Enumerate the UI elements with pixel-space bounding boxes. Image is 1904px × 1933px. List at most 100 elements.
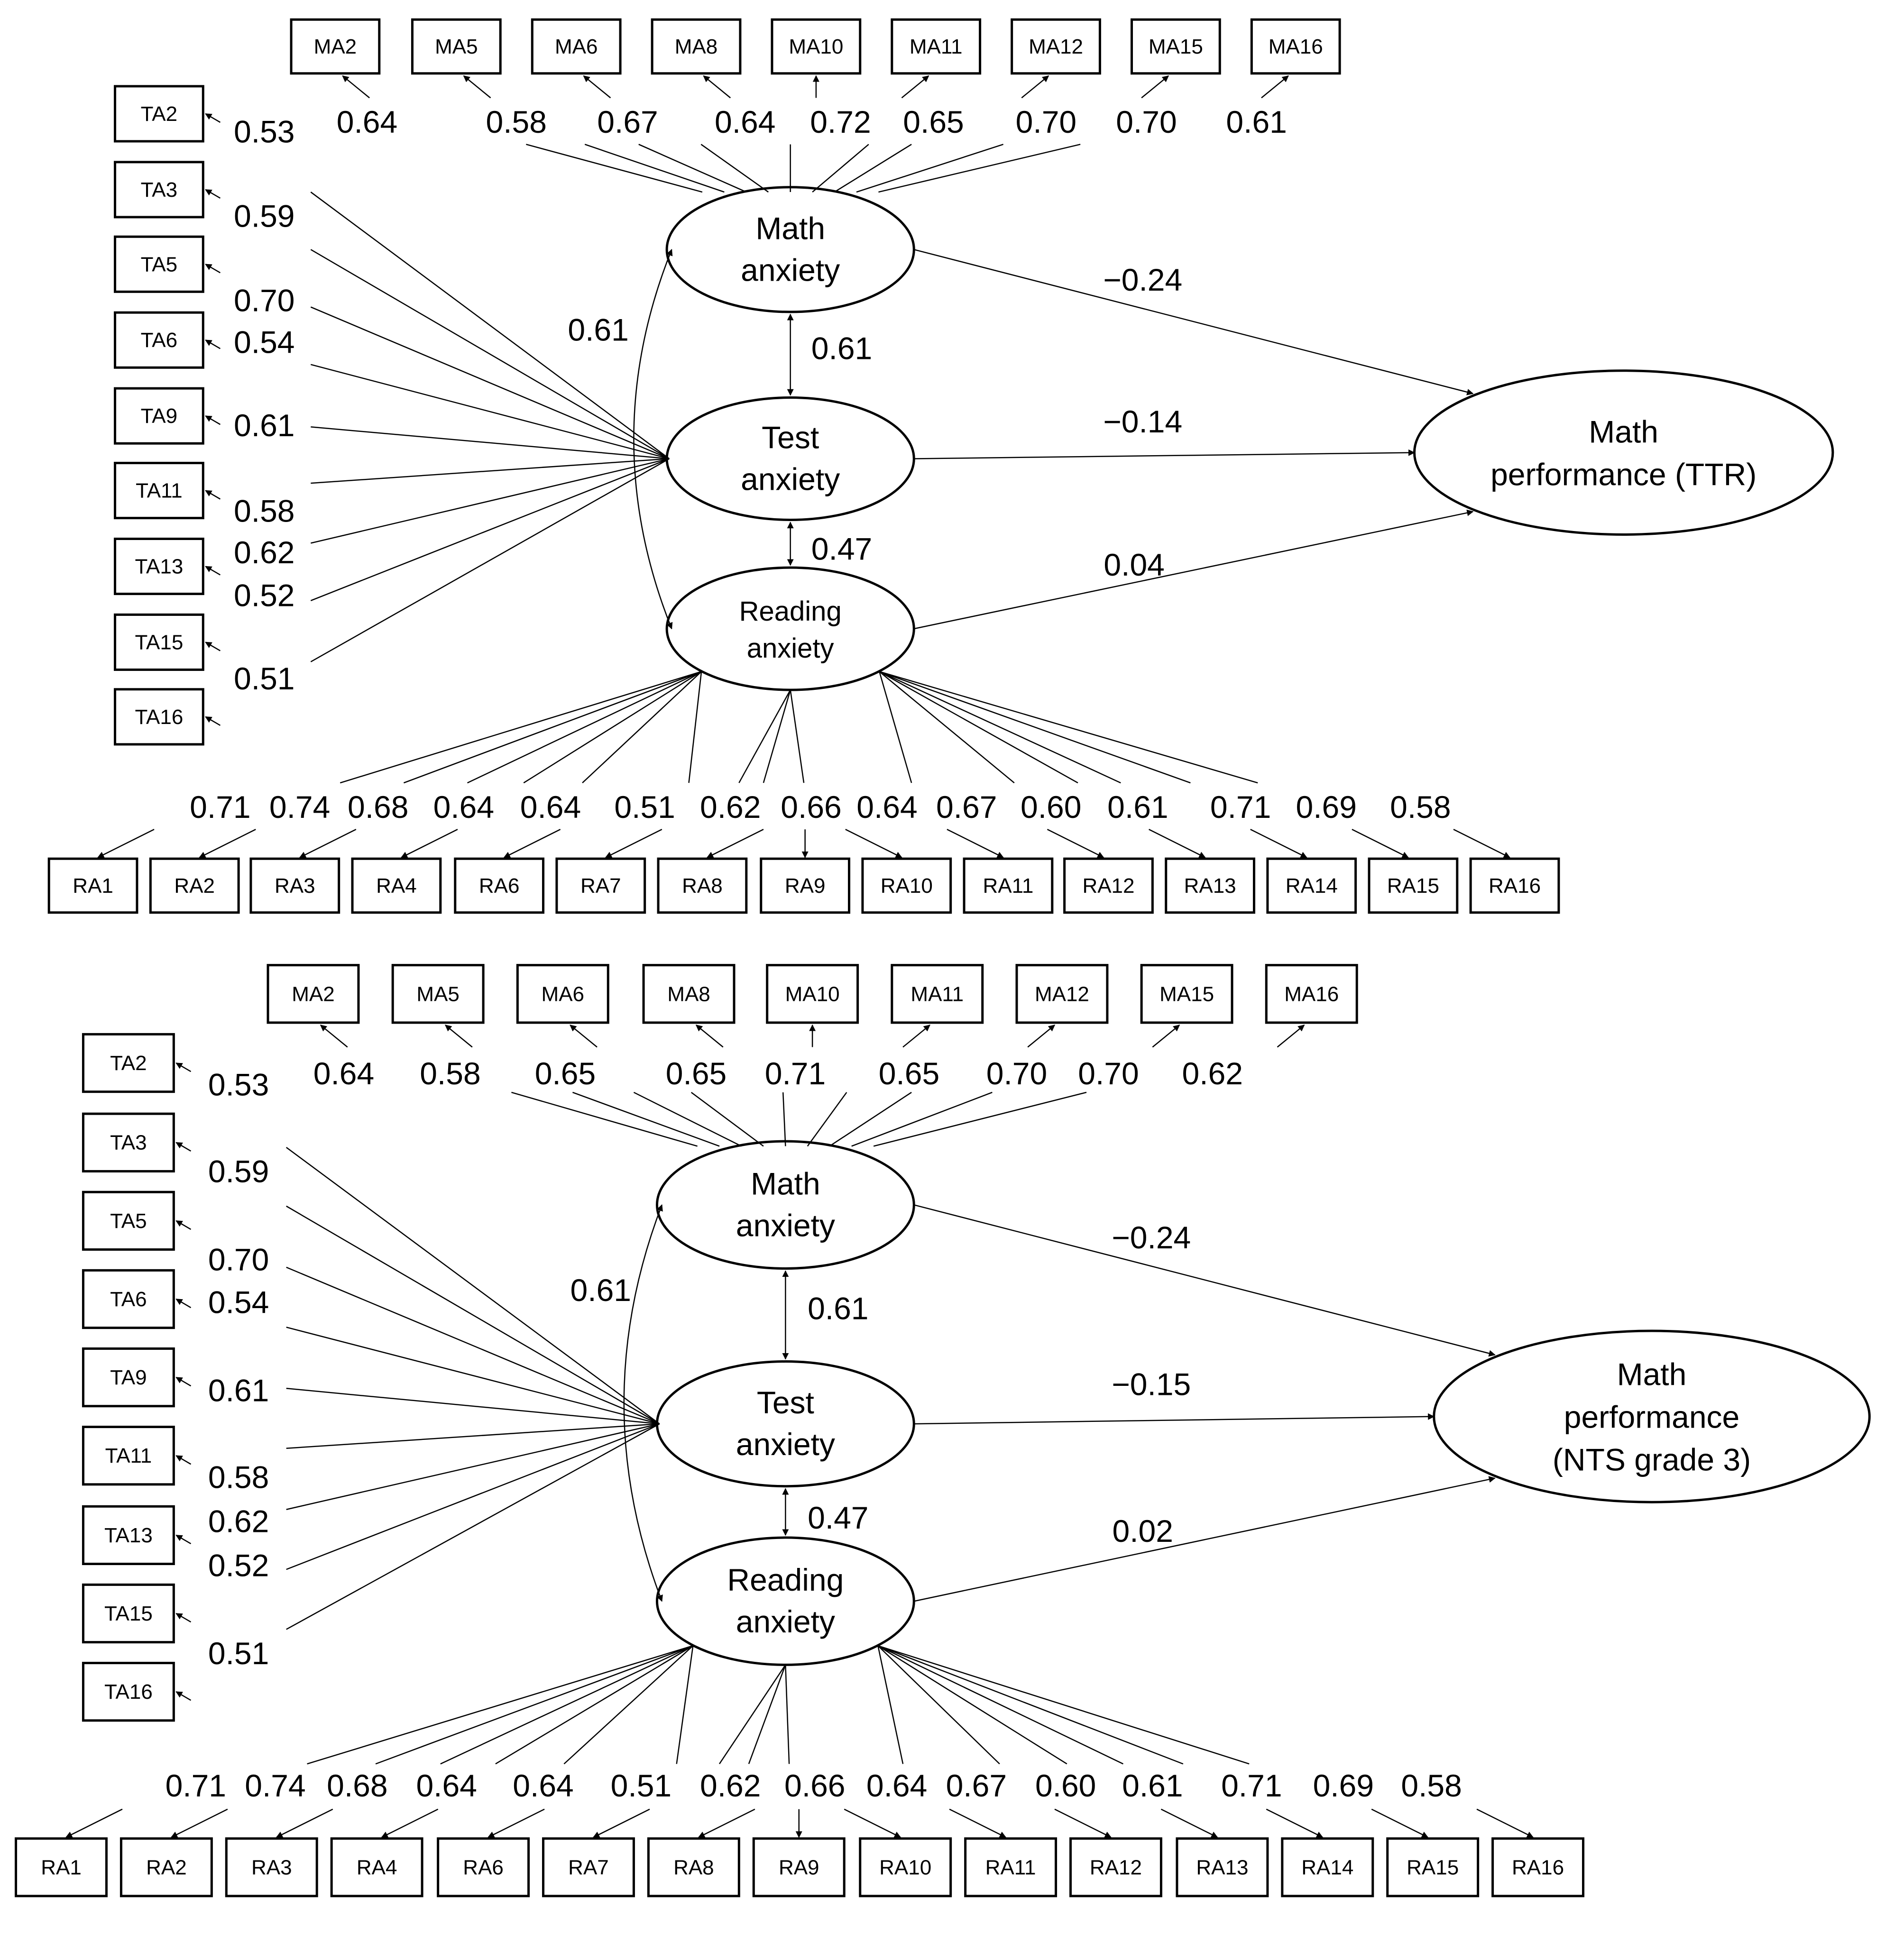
- indicator-ra7-box: [555, 857, 646, 914]
- loading-ma2: 0.64: [313, 1056, 374, 1091]
- indicator-ma6-label: MA6: [542, 982, 584, 1006]
- indicator-ra1-label: RA1: [41, 1856, 82, 1879]
- loading-arrow-ma5: [463, 75, 491, 99]
- indicator-ma2-label: MA2: [292, 982, 334, 1006]
- loading-line-ra8: [718, 1664, 786, 1765]
- indicator-ma11-box: [891, 18, 982, 75]
- loading-line-ra4: [495, 1645, 693, 1765]
- math-anxiety-label-line1: Math: [755, 211, 825, 246]
- loading-arrow-ta15: [205, 641, 221, 651]
- loading-ma12: 0.70: [1016, 104, 1076, 139]
- indicator-ta9-box: [114, 387, 204, 445]
- loading-ra15: 0.69: [1296, 789, 1356, 825]
- loading-ra13: 0.61: [1122, 1768, 1183, 1803]
- loading-line-ta9: [311, 426, 670, 459]
- indicator-ra11-label: RA11: [985, 1856, 1036, 1879]
- reading-anxiety-ellipse: [665, 566, 915, 691]
- loading-line-ta2: [310, 192, 670, 459]
- loading-line-ma5: [584, 144, 725, 193]
- indicator-ta15-label: TA15: [135, 631, 183, 654]
- indicator-ta11-box: [82, 1426, 175, 1486]
- loading-line-ra6: [563, 1645, 694, 1765]
- loading-arrow-ra15: [1352, 829, 1409, 858]
- path-math-value: −0.24: [1103, 262, 1182, 297]
- test-anxiety-label-line1: Test: [757, 1385, 814, 1420]
- loading-ma8: 0.64: [715, 104, 775, 139]
- loading-ma15: 0.70: [1078, 1056, 1139, 1091]
- loading-line-ta9: [286, 1388, 660, 1425]
- loading-ra1: 0.71: [166, 1768, 226, 1803]
- loading-ra7: 0.51: [611, 1768, 671, 1803]
- indicator-ma16-box: [1250, 18, 1341, 75]
- loading-ta13: 0.62: [208, 1504, 269, 1539]
- indicator-ra9-label: RA9: [779, 1856, 819, 1879]
- indicator-ta2-box: [114, 85, 204, 143]
- indicator-ta15-label: TA15: [104, 1602, 153, 1625]
- indicator-ra9-box: [752, 1837, 846, 1897]
- indicator-ra10-label: RA10: [879, 1856, 931, 1879]
- loading-ma10: 0.71: [765, 1056, 826, 1091]
- indicator-ta15-box: [82, 1583, 175, 1644]
- loading-arrow-ra12: [1054, 1808, 1112, 1838]
- loading-arrow-ta16: [205, 716, 221, 726]
- indicator-ta6-label: TA6: [141, 329, 177, 352]
- loading-line-ra10: [790, 689, 805, 783]
- loading-ra4: 0.64: [416, 1768, 477, 1803]
- loading-line-ma8: [700, 144, 769, 193]
- path-arrow-math: [913, 249, 1474, 395]
- indicator-ra2-box: [120, 1837, 213, 1897]
- loading-line-ra2: [375, 1645, 693, 1765]
- path-test-value: −0.15: [1112, 1367, 1191, 1402]
- loading-arrow-ra6: [503, 829, 561, 858]
- loading-arrow-ra3: [276, 1808, 333, 1838]
- loading-line-ta13: [286, 1423, 660, 1510]
- indicator-ta11-box: [114, 462, 204, 520]
- loading-line-ta11: [286, 1423, 660, 1449]
- path-arrow-reading: [914, 509, 1474, 630]
- loading-line-ma6: [633, 1091, 742, 1147]
- indicator-ma2-box: [267, 964, 360, 1024]
- loading-arrow-ra11: [947, 829, 1004, 858]
- loading-arrow-ra4: [381, 1808, 439, 1838]
- indicator-ra6-label: RA6: [463, 1856, 504, 1879]
- indicator-ra14-box: [1266, 857, 1357, 914]
- indicator-ra13-box: [1176, 1837, 1269, 1897]
- loading-arrow-ra12: [1047, 829, 1104, 858]
- math-anxiety-ellipse: [655, 1140, 915, 1270]
- indicator-ra8-label: RA8: [673, 1856, 714, 1879]
- loading-ma16: 0.62: [1182, 1056, 1243, 1091]
- indicator-ra3-box: [249, 857, 340, 914]
- indicator-ra10-box: [861, 857, 952, 914]
- loading-ta2: 0.53: [208, 1067, 269, 1102]
- corr-math-reading-value: 0.61: [568, 312, 628, 348]
- indicator-ra15-label: RA15: [1407, 1856, 1459, 1879]
- loading-line-ta5: [310, 306, 670, 459]
- loading-arrow-ra1: [65, 1808, 123, 1838]
- loading-line-ra11: [879, 671, 912, 783]
- loading-line-ma6: [638, 144, 747, 193]
- indicator-ma2-label: MA2: [314, 35, 357, 58]
- indicator-ma8-box: [651, 18, 742, 75]
- loading-line-ta16: [286, 1423, 660, 1630]
- loading-line-ra7: [676, 1645, 694, 1764]
- indicator-ta9-label: TA9: [110, 1366, 147, 1389]
- indicator-ra8-label: RA8: [682, 874, 723, 898]
- indicator-ra14-label: RA14: [1301, 1856, 1353, 1879]
- loading-arrow-ra2: [170, 1808, 228, 1838]
- loading-ra16: 0.58: [1390, 789, 1451, 825]
- loading-line-ma12: [834, 144, 912, 193]
- loading-line-ra9: [748, 1664, 786, 1764]
- loading-arrow-ta5: [205, 264, 221, 274]
- test-anxiety-label-line2: anxiety: [741, 462, 840, 497]
- loading-arrow-ta11: [175, 1455, 192, 1465]
- loading-ta13: 0.62: [234, 535, 294, 570]
- indicator-ma15-label: MA15: [1159, 982, 1214, 1006]
- indicator-ra3-label: RA3: [275, 874, 315, 898]
- loading-line-ma16: [878, 144, 1081, 193]
- indicator-ra7-label: RA7: [568, 1856, 609, 1879]
- indicator-ta6-label: TA6: [110, 1288, 147, 1311]
- loading-arrow-ra3: [299, 829, 357, 858]
- loading-ma5: 0.58: [486, 104, 547, 139]
- indicator-ta5-box: [114, 235, 204, 293]
- test-anxiety-label-line2: anxiety: [736, 1427, 835, 1462]
